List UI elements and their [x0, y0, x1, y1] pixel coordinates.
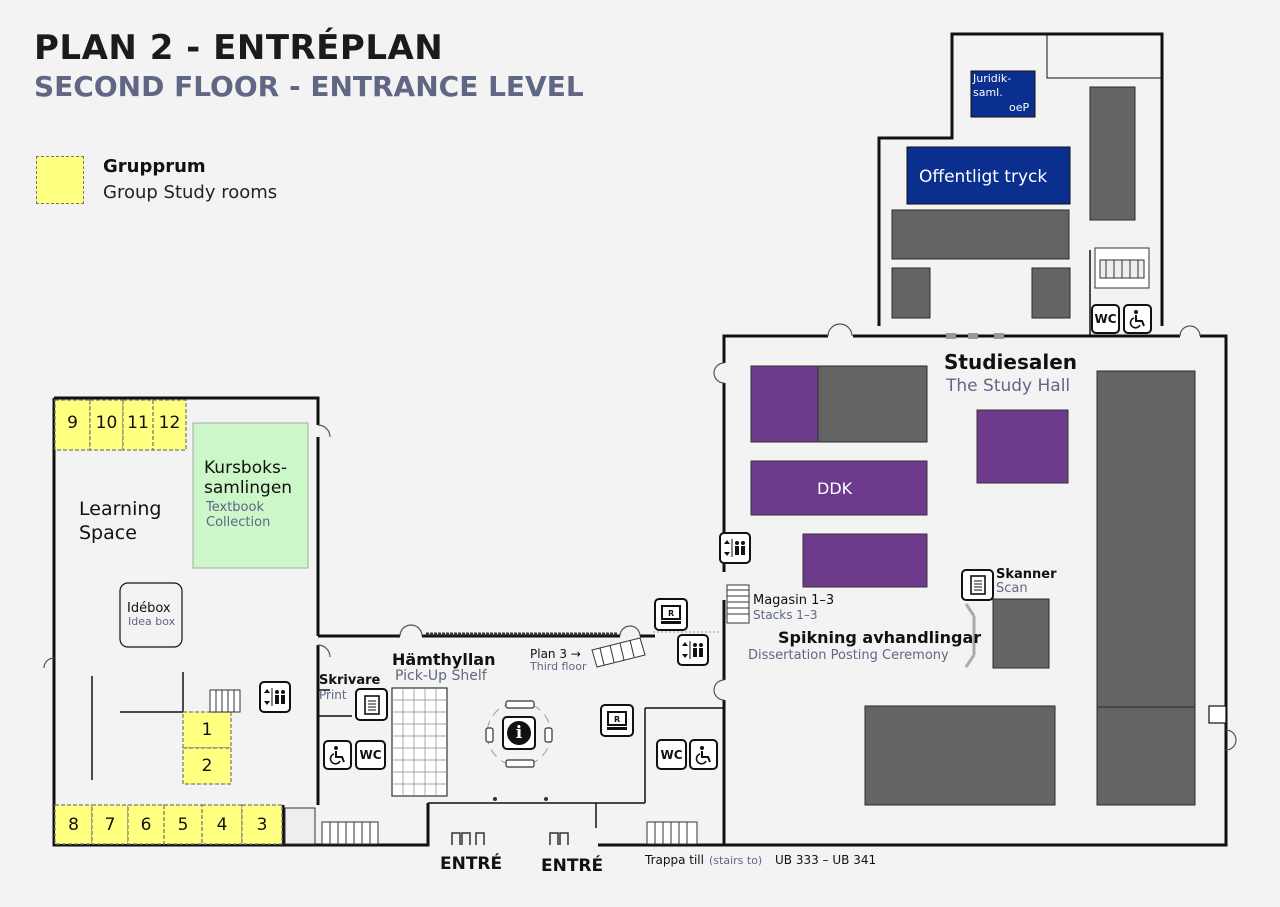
learning-space-label: Learning Space [79, 498, 162, 544]
elevator-icon[interactable] [259, 681, 291, 713]
magasin-label-en: Stacks 1–3 [753, 608, 818, 622]
skrivare-label-en: Print [319, 688, 347, 702]
plan3-label-sv: Plan 3 → [530, 647, 581, 661]
offentligt-tryck-area [906, 146, 1071, 205]
entrance-label-2: ENTRÉ [541, 856, 604, 876]
juridik-label-2: saml. [973, 86, 1003, 99]
juridik-label-1: Juridik- [973, 72, 1012, 85]
door-swings [43, 323, 1237, 751]
elevator-icon[interactable] [719, 532, 751, 564]
group-rooms-shapes [54, 399, 283, 845]
kursbok-label-sv: Kursboks- samlingen [204, 458, 293, 498]
group-room-9[interactable]: 9 [67, 413, 78, 433]
legend-swatch [36, 156, 84, 204]
reader-terminal-icon[interactable]: R [654, 598, 688, 631]
studiesalen-label-sv: Studiesalen [944, 350, 1077, 374]
hamthyllan-label-sv: Hämthyllan [392, 650, 496, 669]
dashed-marker [946, 333, 1004, 339]
group-room-4[interactable]: 4 [216, 814, 228, 835]
ddk-label: DDK [817, 479, 853, 498]
entrance-doors [451, 832, 569, 845]
reader-terminal-icon[interactable]: R [600, 704, 634, 737]
group-room-2[interactable]: 2 [201, 756, 213, 776]
offentligt-tryck-label: Offentligt tryck [919, 167, 1048, 187]
entrance-label-1: ENTRÉ [440, 854, 503, 874]
trappa-label-sv: Trappa till [645, 853, 704, 867]
pickup-shelf-grid [391, 687, 448, 797]
building-walls [52, 32, 1228, 847]
group-room-3[interactable]: 3 [256, 814, 268, 835]
juridik-area [970, 70, 1036, 118]
wc-icon[interactable]: WC [355, 740, 386, 770]
trappa-rooms-label: UB 333 – UB 341 [775, 853, 877, 867]
wheelchair-icon[interactable] [689, 739, 718, 770]
textbook-collection-area [192, 422, 309, 569]
reader-letter: R [614, 715, 620, 724]
studiesalen-label-en: The Study Hall [946, 376, 1071, 396]
page-title: PLAN 2 - ENTRÉPLAN [34, 28, 444, 68]
plan3-label-en: Third floor [530, 660, 587, 673]
wc-icon[interactable]: WC [656, 739, 687, 770]
scanner-icon[interactable] [961, 569, 994, 601]
dissertation-rail [964, 603, 976, 668]
hamthyllan-label-en: Pick-Up Shelf [395, 668, 487, 684]
skanner-label-en: Scan [996, 581, 1028, 596]
page-subtitle: SECOND FLOOR - ENTRANCE LEVEL [34, 70, 584, 103]
group-room-11[interactable]: 11 [127, 413, 149, 433]
lobby-pillars [493, 797, 548, 801]
ddk-shelving [750, 365, 1069, 588]
spikning-label-sv: Spikning avhandlingar [778, 628, 982, 647]
wheelchair-icon[interactable] [1123, 304, 1152, 334]
utility-box [1208, 705, 1227, 724]
group-room-10[interactable]: 10 [95, 413, 118, 433]
info-desk-ring [485, 700, 553, 768]
elevator-icon[interactable] [677, 634, 709, 666]
reader-letter: R [668, 609, 674, 618]
juridik-label-3: oeP [1009, 101, 1030, 114]
wheelchair-icon[interactable] [323, 740, 352, 770]
magasin-label-sv: Magasin 1–3 [753, 593, 835, 608]
legend-label-sv: Grupprum [103, 156, 206, 177]
idebox-label-sv: Idébox [127, 601, 171, 616]
skrivare-label-sv: Skrivare [319, 673, 381, 688]
idebox-label-en: Idea box [128, 615, 176, 628]
kursbok-label-en: Textbook Collection [206, 500, 271, 530]
wc-icon[interactable]: WC [1091, 304, 1120, 334]
interior-walls [91, 250, 1091, 828]
printer-icon[interactable] [355, 688, 388, 721]
info-glyph: i [507, 721, 531, 745]
spikning-label-en: Dissertation Posting Ceremony [748, 648, 949, 663]
group-room-5[interactable]: 5 [177, 814, 189, 835]
group-room-7[interactable]: 7 [104, 814, 116, 835]
group-room-6[interactable]: 6 [140, 814, 152, 835]
group-room-1[interactable]: 1 [201, 720, 213, 740]
group-room-12[interactable]: 12 [158, 413, 181, 433]
legend-label-en: Group Study rooms [103, 182, 278, 203]
shelving-units [817, 86, 1196, 806]
group-room-8[interactable]: 8 [68, 814, 79, 835]
trappa-label-en: (stairs to) [709, 854, 763, 867]
stairs [209, 247, 1150, 845]
info-icon[interactable]: i [502, 716, 536, 750]
skanner-label-sv: Skanner [996, 567, 1057, 582]
